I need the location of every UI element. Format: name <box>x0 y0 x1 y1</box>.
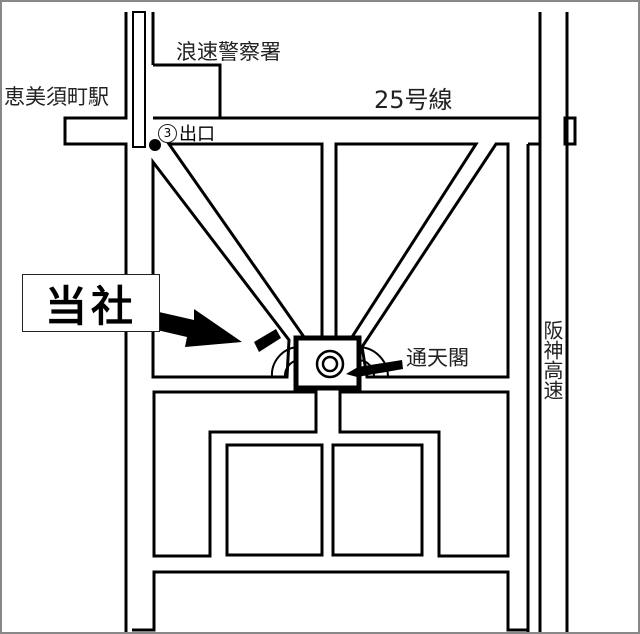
company-label: 当社 <box>22 274 160 332</box>
block-inner-left <box>225 443 324 557</box>
tower-arrow <box>346 360 403 377</box>
tsutenkaku-box <box>293 335 362 391</box>
subway-station <box>132 11 146 148</box>
station-label: 恵美須町駅 <box>4 85 109 109</box>
tower-icon-outer <box>315 349 345 379</box>
tower-arc-right <box>357 346 389 378</box>
exit-dot <box>149 139 161 151</box>
block-upper-right <box>360 142 510 379</box>
expressway-label: 阪神高速 <box>540 320 564 400</box>
police-block <box>153 63 222 118</box>
road-left-edge <box>63 12 128 632</box>
exit-3-label: 3 出口 <box>158 120 215 146</box>
block-lower-right <box>338 390 510 558</box>
block-lower-left <box>152 390 318 558</box>
route-label: 25号線 <box>374 86 453 114</box>
route-25-cap <box>563 116 577 146</box>
block-bottom <box>132 570 528 632</box>
block-inner-right <box>331 443 424 557</box>
road-right-edge <box>526 142 540 632</box>
exit-text: 出口 <box>179 124 215 145</box>
tower-icon-inner <box>321 355 339 373</box>
exit-number: 3 <box>158 123 177 143</box>
tower-arc-left <box>270 346 299 378</box>
company-marker <box>254 329 281 352</box>
company-arrow <box>157 309 242 347</box>
police-label: 浪速警察署 <box>176 40 281 64</box>
tower-label: 通天閣 <box>406 346 469 370</box>
